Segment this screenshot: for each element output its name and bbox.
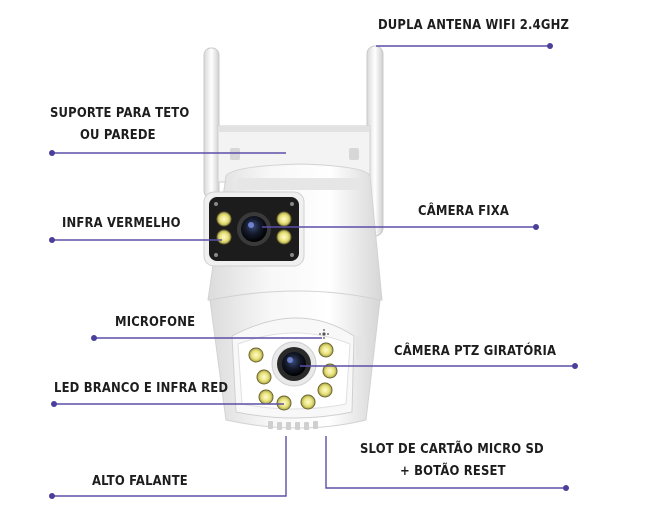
callout-alto-falante-line bbox=[52, 436, 287, 497]
label-dupla-antena: DUPLA ANTENA WIFI 2.4GHZ bbox=[378, 17, 570, 33]
label-led-branco: LED BRANCO E INFRA RED bbox=[54, 380, 229, 396]
label-suporte-line2: OU PAREDE bbox=[80, 127, 156, 143]
label-alto-falante: ALTO FALANTE bbox=[92, 473, 188, 489]
callout-dots bbox=[49, 43, 578, 499]
label-slot-line1: SLOT DE CARTÃO MICRO SD bbox=[360, 441, 544, 457]
callout-lines bbox=[52, 45, 575, 497]
label-suporte-line1: SUPORTE PARA TETO bbox=[50, 105, 190, 121]
callout-slot-line bbox=[325, 436, 566, 489]
antenna-left bbox=[203, 47, 220, 199]
ptz-dome bbox=[209, 290, 381, 430]
label-infra-vermelho: INFRA VERMELHO bbox=[62, 215, 181, 231]
label-slot-line2: + BOTÃO RESET bbox=[400, 463, 506, 479]
label-microfone: MICROFONE bbox=[115, 314, 196, 330]
label-camera-ptz: CÂMERA PTZ GIRATÓRIA bbox=[394, 343, 557, 359]
fixed-camera-module bbox=[203, 191, 305, 267]
label-camera-fixa: CÂMERA FIXA bbox=[418, 203, 510, 219]
